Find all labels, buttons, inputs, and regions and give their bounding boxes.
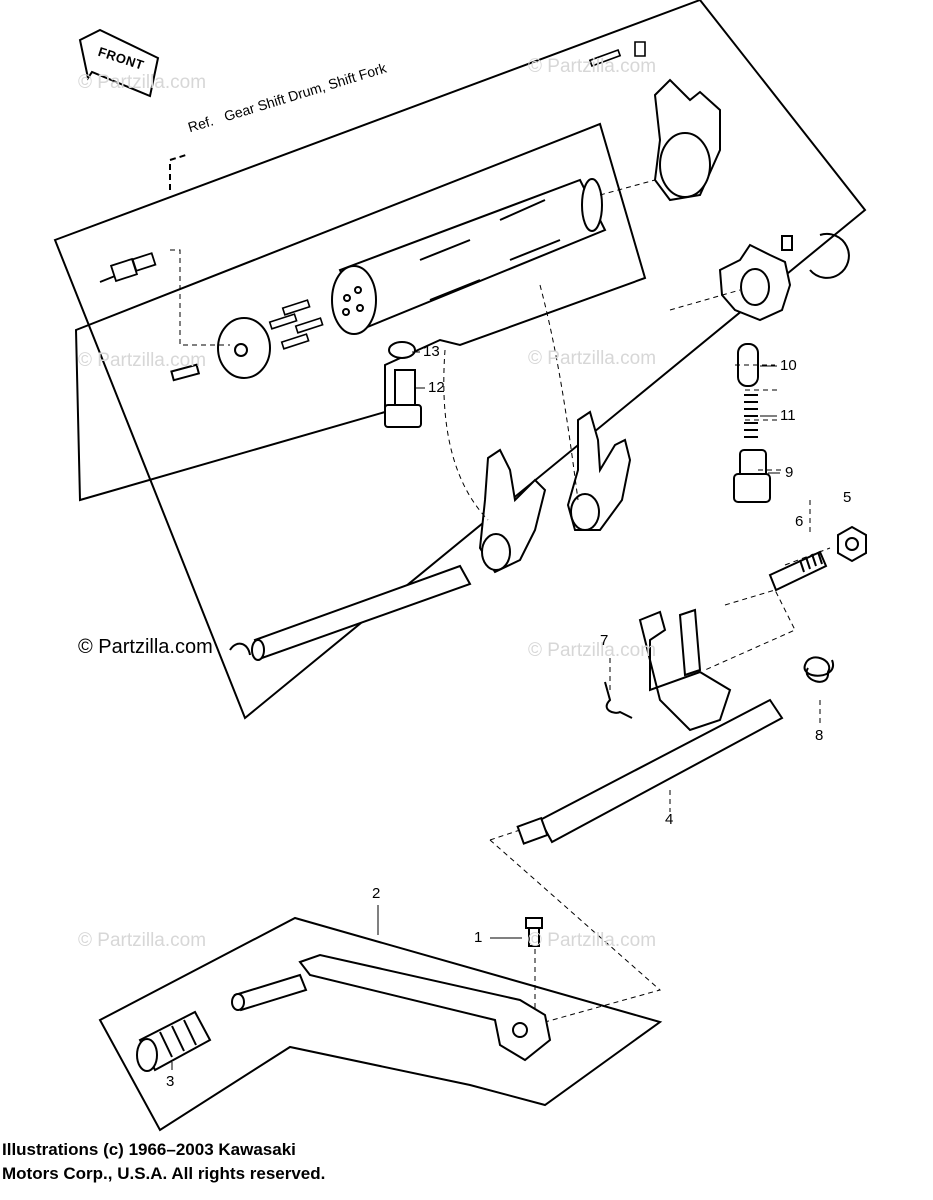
- callout-2: 2: [372, 885, 381, 902]
- pedal-bolt: [526, 918, 542, 946]
- callout-12: 12: [428, 379, 445, 396]
- watermark: © Partzilla.com: [528, 640, 657, 661]
- pedal-frame: [100, 918, 660, 1130]
- callout-6: 6: [795, 513, 804, 530]
- shift-pedal: [232, 955, 550, 1060]
- ref-outer-frame: [55, 0, 865, 718]
- stud-bolt: [770, 552, 826, 590]
- detent-parts: [734, 344, 770, 502]
- copyright-line-1: Illustrations (c) 1966–2003 Kawasaki: [2, 1140, 296, 1159]
- drum-pins: [270, 300, 323, 349]
- callout-4: 4: [665, 811, 674, 828]
- shift-fork-top: [655, 80, 720, 200]
- watermark-large: © Partzilla.com: [78, 636, 213, 658]
- fork-pin-clip: [590, 42, 645, 66]
- cam-plate: [171, 318, 270, 380]
- shift-shaft: [518, 610, 782, 844]
- watermark: © Partzilla.com: [78, 72, 207, 93]
- callout-7: 7: [600, 632, 609, 649]
- callout-9: 9: [785, 464, 794, 481]
- callout-11: 11: [780, 407, 796, 424]
- nut: [838, 527, 866, 561]
- watermark: © Partzilla.com: [78, 350, 207, 371]
- copyright-footer: Illustrations (c) 1966–2003 Kawasaki Mot…: [2, 1138, 325, 1186]
- watermark: © Partzilla.com: [528, 348, 657, 369]
- callout-10: 10: [780, 357, 797, 374]
- callout-8: 8: [815, 727, 824, 744]
- callout-3: 3: [166, 1073, 175, 1090]
- callout-1: 1: [474, 929, 483, 946]
- drum-inner-frame: [76, 124, 645, 500]
- pedal-rubber: [137, 1012, 210, 1071]
- callout-13: 13: [423, 343, 440, 360]
- shift-drum: [332, 179, 605, 334]
- return-spring: [605, 657, 833, 718]
- callout-5: 5: [843, 489, 852, 506]
- watermark: © Partzilla.com: [528, 56, 657, 77]
- copyright-line-2: Motors Corp., U.S.A. All rights reserved…: [2, 1164, 326, 1183]
- watermark: © Partzilla.com: [528, 930, 657, 951]
- front-arrow-icon: [80, 30, 158, 96]
- ref-bracket: [170, 155, 186, 190]
- shift-fork-right: [568, 412, 630, 530]
- drum-bolt: [385, 342, 421, 427]
- fork-shaft: [230, 566, 470, 660]
- watermark: © Partzilla.com: [78, 930, 207, 951]
- neutral-switch: [100, 253, 155, 282]
- star-cam: [720, 234, 849, 320]
- shift-fork-left: [480, 450, 545, 572]
